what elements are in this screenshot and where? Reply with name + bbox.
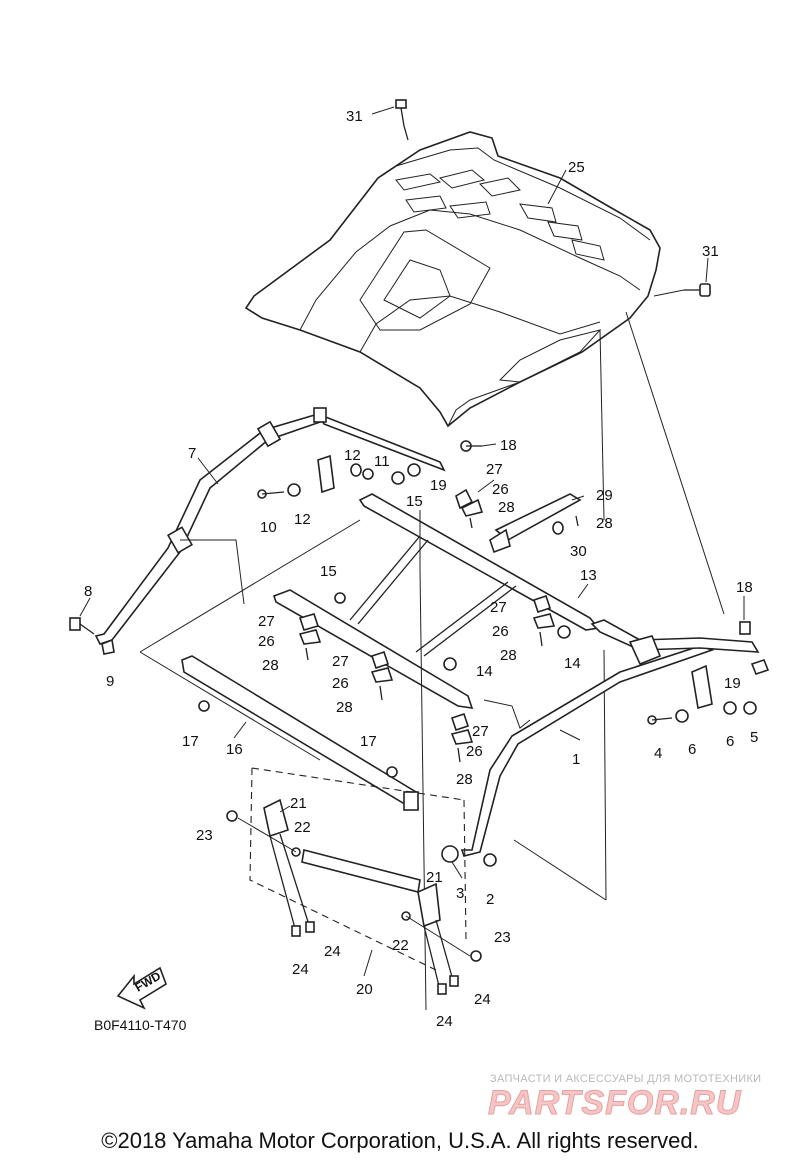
callout-18b: 18 [736,579,753,596]
callout-7: 7 [188,445,196,462]
callout-31b: 31 [702,243,719,260]
callout-21a: 21 [290,795,307,812]
callout-15a: 15 [406,493,423,510]
bolt-31-right [684,283,711,297]
callout-12b: 12 [294,511,311,528]
callout-28e: 28 [336,699,353,716]
leader-lines [79,169,745,977]
guide-line [599,329,605,521]
lower-assembly-20 [226,767,482,995]
callout-26a: 26 [492,481,509,498]
left-hardware [69,483,301,655]
callout-28d: 28 [262,657,279,674]
watermark-subtitle: ЗАПЧАСТИ И АКСЕССУАРЫ ДЛЯ МОТОТЕХНИКИ [490,1073,761,1085]
callout-26e: 26 [466,743,483,760]
callout-24a: 24 [324,943,341,960]
clamp-set [298,488,571,763]
callout-6b: 6 [726,733,734,750]
callout-4: 4 [654,745,662,762]
callout-28c: 28 [500,647,517,664]
callout-24b: 24 [292,961,309,978]
callout-29: 29 [596,487,613,504]
callout-16: 16 [226,741,243,758]
callout-19a: 19 [430,477,447,494]
bracket-29 [489,493,582,554]
callout-22a: 22 [294,819,311,836]
callout-27c: 27 [258,613,275,630]
watermark: ЗАПЧАСТИ И АКСЕССУАРЫ ДЛЯ МОТОТЕХНИКИ PA… [488,1073,762,1123]
callout-12a: 12 [344,447,361,464]
callout-27d: 27 [332,653,349,670]
callout-24d: 24 [436,1013,453,1030]
callout-3: 3 [456,885,464,902]
callout-25: 25 [568,159,585,176]
callout-27e: 27 [472,723,489,740]
main-bar-1 [441,619,760,867]
callout-28a: 28 [498,499,515,516]
construction-lines [139,510,607,1011]
frame-13 [272,493,600,709]
right-hardware [647,621,770,725]
callout-8: 8 [84,583,92,600]
callout-23b: 23 [494,929,511,946]
callout-15b: 15 [320,563,337,580]
callout-27a: 27 [486,461,503,478]
callout-10: 10 [260,519,277,536]
diagram-code: B0F4110-T470 [94,1017,187,1033]
callout-2: 2 [486,891,494,908]
callout-14b: 14 [476,663,493,680]
callout-17a: 17 [182,733,199,750]
callout-20: 20 [356,981,373,998]
callout-31a: 31 [346,108,363,125]
callout-26b: 26 [492,623,509,640]
callout-6a: 6 [688,741,696,758]
callout-17b: 17 [360,733,377,750]
callout-21b: 21 [426,869,443,886]
callout-30: 30 [570,543,587,560]
watermark-brand: PARTSFOR.RU [488,1084,742,1122]
bolt-31-top [395,99,409,141]
callout-13: 13 [580,567,597,584]
callout-28b: 28 [596,515,613,532]
callout-9: 9 [106,673,114,690]
callout-11: 11 [374,453,390,470]
callout-24c: 24 [474,991,491,1008]
callout-26d: 26 [332,675,349,692]
roof-panel [244,131,661,428]
guide-line [625,311,725,615]
callout-labels: 31 25 31 7 18 12 11 27 19 26 29 15 10 12… [84,108,758,1030]
callout-28f: 28 [456,771,473,788]
rear-bar-16 [181,655,419,811]
callout-23a: 23 [196,827,213,844]
callout-22b: 22 [392,937,409,954]
callout-27b: 27 [490,599,507,616]
callout-19b: 19 [724,675,741,692]
bracket-upper [317,454,421,494]
bolt-18-top [460,440,497,452]
callout-5: 5 [750,729,758,746]
copyright-notice: ©2018 Yamaha Motor Corporation, U.S.A. A… [101,1128,699,1153]
fwd-arrow-icon: FWD [116,966,167,1010]
callout-18a: 18 [500,437,517,454]
callout-1: 1 [572,751,580,768]
callout-26c: 26 [258,633,275,650]
callout-14a: 14 [564,655,581,672]
